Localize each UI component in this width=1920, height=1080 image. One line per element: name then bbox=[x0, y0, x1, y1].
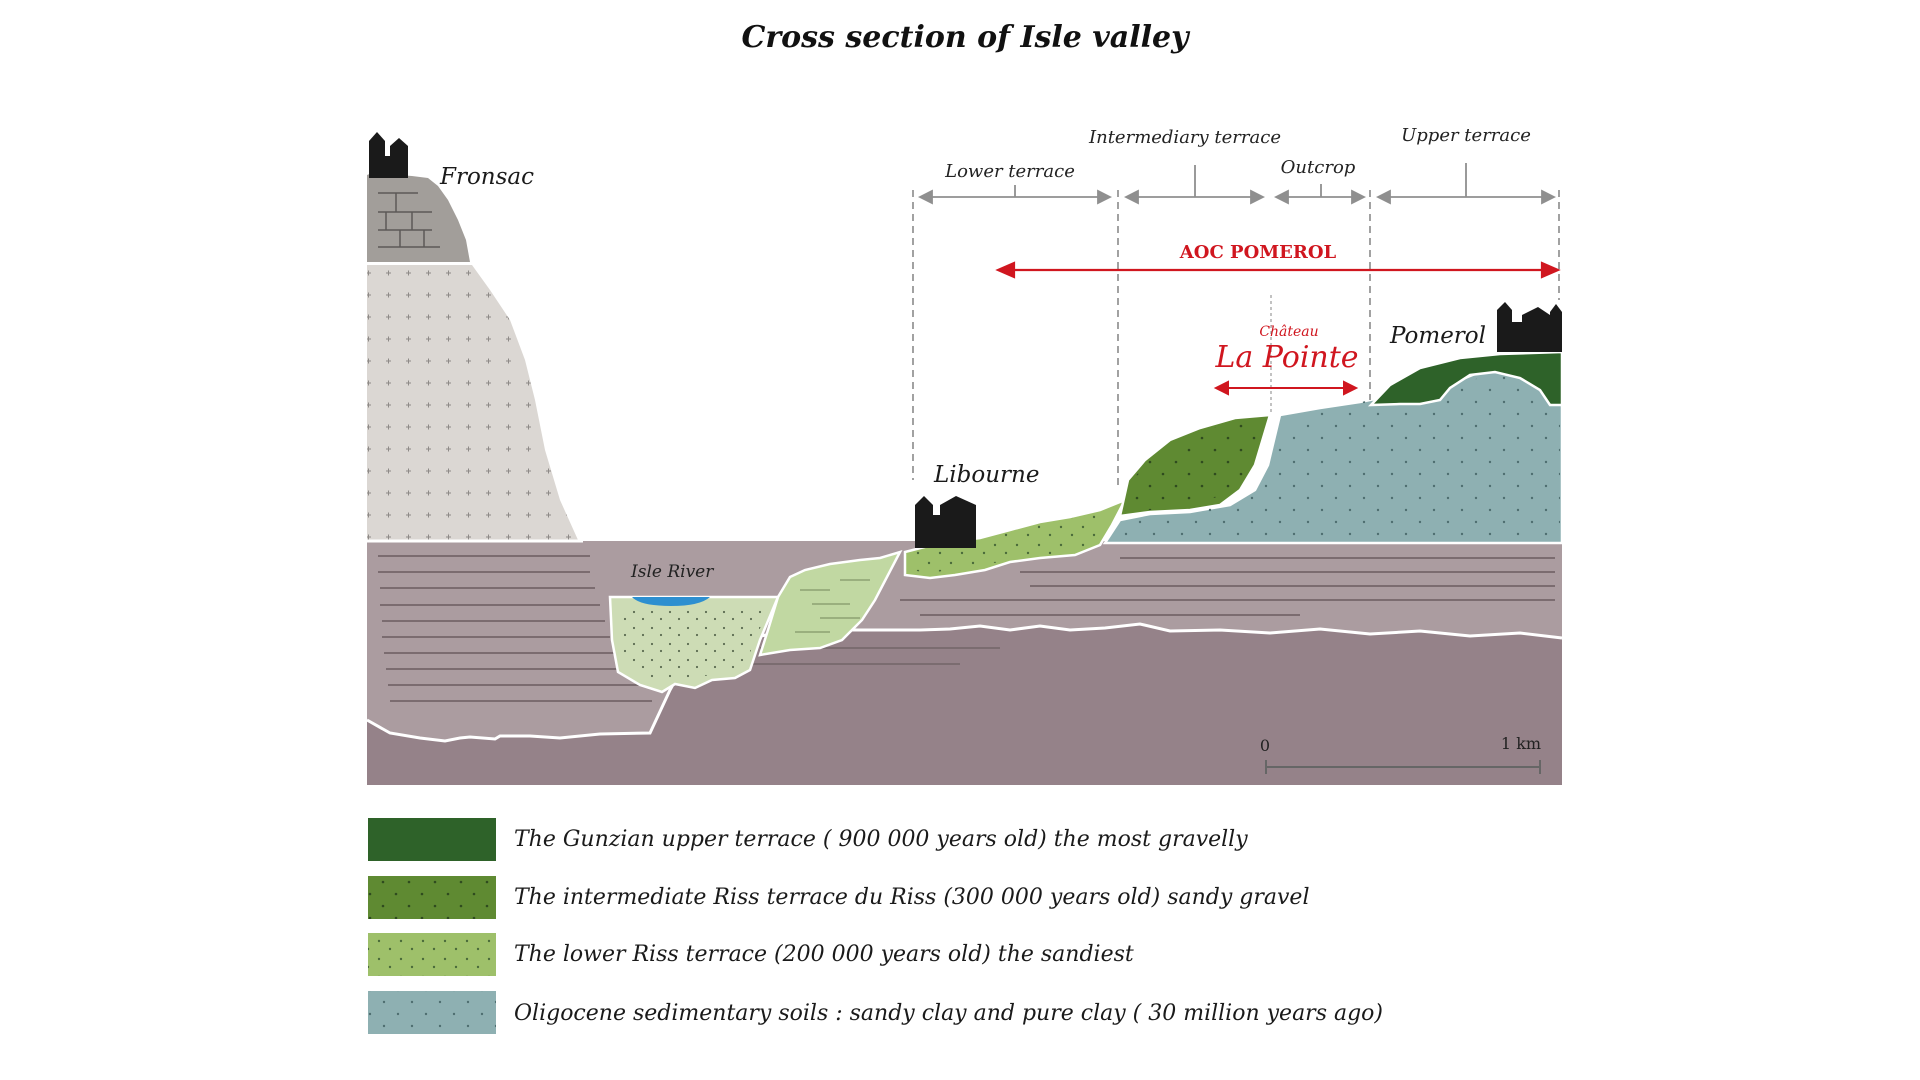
fronsac-chateau-icon bbox=[369, 132, 408, 178]
legend-item-intermediate-riss: The intermediate Riss terrace du Riss (3… bbox=[368, 876, 1309, 919]
isle-river-water bbox=[632, 597, 710, 606]
legend-item-lower-riss: The lower Riss terrace (200 000 years ol… bbox=[368, 933, 1134, 976]
pomerol-label: Pomerol bbox=[1389, 323, 1486, 349]
isle-river-floodplain-dots bbox=[618, 605, 770, 680]
legend-swatch-oligocene-dots bbox=[368, 991, 496, 1034]
intermediary-terrace-label: Intermediary terrace bbox=[1088, 127, 1281, 148]
terrace-arrows bbox=[917, 163, 1557, 205]
chateau-name-main: La Pointe bbox=[1214, 340, 1358, 375]
scale-end-label: 1 km bbox=[1501, 734, 1541, 753]
fronsac-limestone-pattern bbox=[367, 265, 578, 540]
legend-swatch-lower-riss-dots bbox=[368, 933, 496, 976]
diagram-title: Cross section of Isle valley bbox=[741, 20, 1191, 55]
oligocene-soils-dots bbox=[1110, 372, 1560, 540]
intermediate-terrace-dots bbox=[1125, 418, 1265, 512]
legend-label-lower-riss: The lower Riss terrace (200 000 years ol… bbox=[514, 942, 1134, 967]
legend-item-oligocene: Oligocene sedimentary soils : sandy clay… bbox=[368, 991, 1383, 1034]
upper-terrace-label: Upper terrace bbox=[1401, 125, 1531, 146]
chateau-range-arrow bbox=[1213, 380, 1359, 396]
aoc-pomerol-arrow bbox=[995, 261, 1561, 279]
scale-start-label: 0 bbox=[1260, 736, 1270, 755]
terrace-boundary-guides bbox=[912, 190, 1560, 490]
isle-river-label: Isle River bbox=[630, 562, 714, 582]
legend-label-intermediate-riss: The intermediate Riss terrace du Riss (3… bbox=[514, 885, 1309, 910]
clay-strata-lines bbox=[378, 555, 1555, 702]
libourne-label: Libourne bbox=[933, 462, 1039, 488]
legend: The Gunzian upper terrace ( 900 000 year… bbox=[368, 818, 1383, 1034]
libourne-building-icon bbox=[915, 496, 976, 548]
gunzian-upper-terrace bbox=[1367, 350, 1564, 407]
aoc-pomerol-label: AOC POMEROL bbox=[1179, 242, 1337, 263]
fronsac-brick-lines bbox=[378, 192, 440, 248]
fronsac-label: Fronsac bbox=[439, 164, 534, 190]
lower-terrace-label: Lower terrace bbox=[944, 161, 1075, 182]
legend-label-oligocene: Oligocene sedimentary soils : sandy clay… bbox=[514, 1001, 1383, 1026]
scale-bar: 0 1 km bbox=[1260, 734, 1541, 774]
lower-terrace-dashes bbox=[795, 579, 870, 633]
legend-item-gunzian: The Gunzian upper terrace ( 900 000 year… bbox=[368, 818, 1248, 861]
chateau-name-top: Château bbox=[1259, 324, 1318, 340]
outcrop-label: Outcrop bbox=[1281, 157, 1356, 178]
fronsac-stone-cap bbox=[367, 173, 470, 262]
legend-swatch-gunzian bbox=[368, 818, 496, 861]
legend-label-gunzian: The Gunzian upper terrace ( 900 000 year… bbox=[514, 827, 1248, 852]
libourne-terrace-dots bbox=[910, 512, 1105, 573]
pomerol-chateau-icon bbox=[1497, 302, 1562, 352]
legend-swatch-intermediate-riss-dots bbox=[368, 876, 496, 919]
